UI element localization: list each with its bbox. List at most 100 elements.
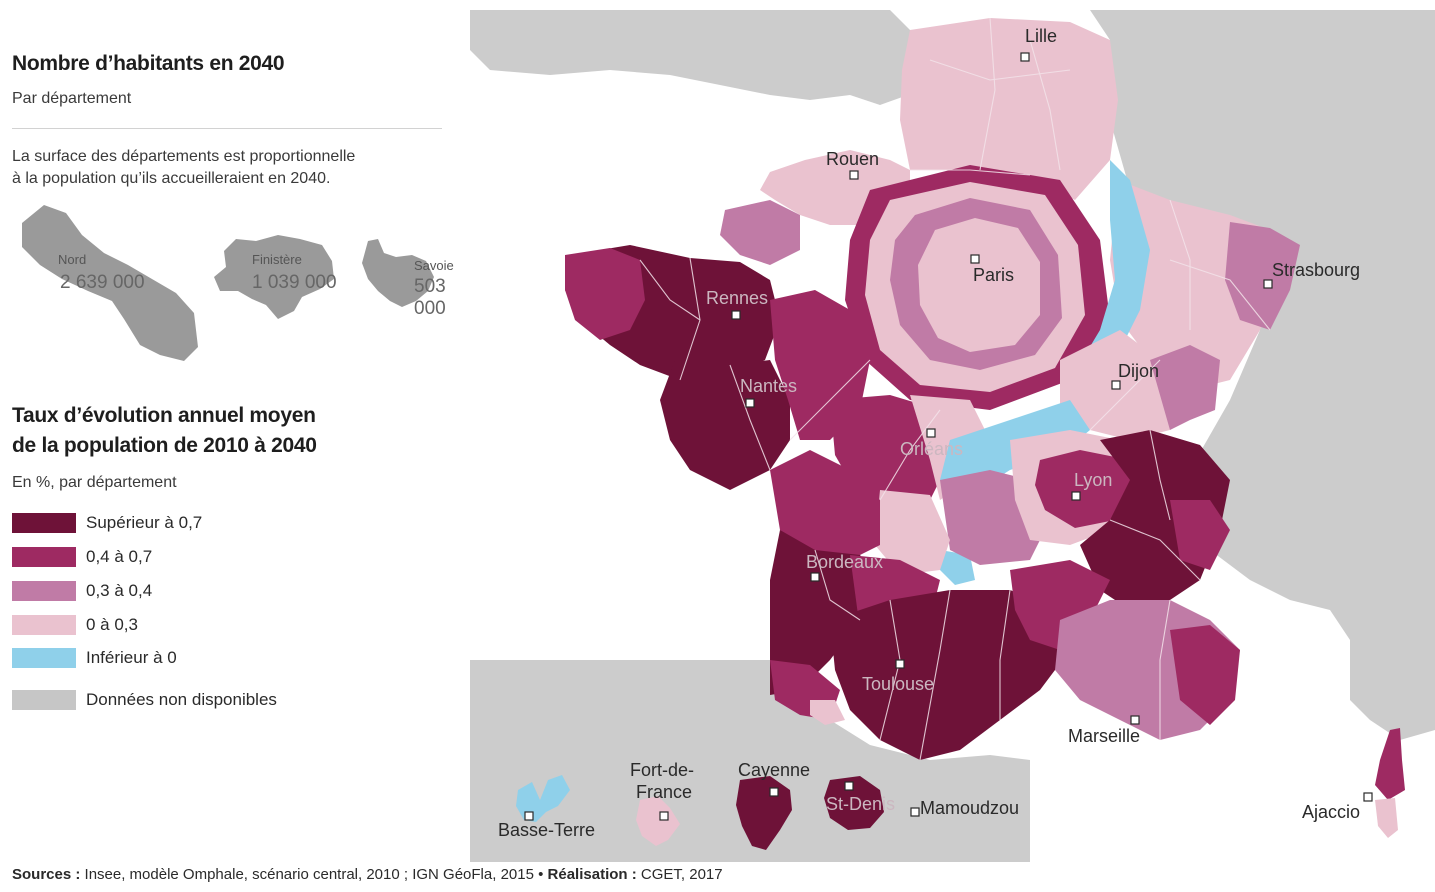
map-title: Nombre d’habitants en 2040 [12,52,285,75]
dept-region-corse-sud [1375,798,1398,838]
orleans-marker [926,428,936,438]
marseille-label: Marseille [1068,726,1140,746]
map-subtitle: Par département [12,90,132,107]
legend-label: Inférieur à 0 [86,648,177,667]
mamoudzou-label: Mamoudzou [920,798,1019,818]
neighbor-land-north [470,10,915,105]
nantes-label: Nantes [740,376,797,396]
dept-region-poitou [770,450,880,560]
marseille-marker [1130,715,1140,725]
lyon-label: Lyon [1074,470,1112,490]
nord-shape [22,205,198,361]
fort-de-france-marker [659,811,669,821]
legend-unit: En %, par département [12,474,177,491]
legend-item: Inférieur à 0 [12,648,177,668]
dept-region-declining-east [1070,160,1150,395]
lille-label: Lille [1025,26,1057,46]
nord-value: 2 639 000 [60,272,145,293]
savoie-shape [362,239,434,307]
legend-panel: Nombre d’habitants en 2040 Par départeme… [0,0,470,860]
description-line-2: à la population qu’ils accueilleraient e… [12,170,331,187]
legend-swatch [12,690,76,710]
divider [12,128,442,129]
neighbor-land-east [1090,10,1435,740]
legend-title-line-2: de la population de 2010 à 2040 [12,434,317,457]
bordeaux-label: Bordeaux [806,552,883,572]
fort-de-france-label-line-2: France [636,782,692,802]
basse-terre-marker [524,811,534,821]
paris-label: Paris [973,265,1014,285]
savoie-value: 503 000 [414,276,446,319]
martinique-shape [636,796,680,846]
legend-item: Supérieur à 0,7 [12,513,202,533]
lille-marker [1020,52,1030,62]
cayenne-marker [769,787,779,797]
rouen-label: Rouen [826,149,879,169]
france-mainland [565,17,1405,838]
department-borders [639,17,1271,761]
city-labels: Lille Rouen Paris Strasbourg Rennes Nant… [498,26,1373,840]
legend-swatch [12,547,76,567]
dijon-marker [1111,380,1121,390]
toulouse-label: Toulouse [862,674,934,694]
ajaccio-label: Ajaccio [1302,802,1360,822]
fort-de-france-label-line-1: Fort-de- [630,760,694,780]
legend-swatch [12,581,76,601]
description: La surface des départements est proporti… [12,146,442,190]
dept-region-declining-south [940,550,975,585]
dept-region-limousin [875,490,950,575]
description-line-1: La surface des départements est proporti… [12,148,356,165]
cartogram-map: Lille Rouen Paris Strasbourg Rennes Nant… [470,10,1435,862]
dept-region-paca-east [1170,625,1240,725]
guadeloupe-shape [516,775,570,822]
dept-region-bourgogne [1060,330,1190,440]
dept-region-languedoc [1010,560,1110,650]
lyon-marker [1071,491,1081,501]
paris-marker [970,254,980,264]
dept-region-midi-pyrenees [830,590,1070,760]
strasbourg-marker [1263,279,1273,289]
savoie-label: Savoie [414,258,454,273]
dept-region-alps [1080,430,1230,610]
legend-item: 0 à 0,3 [12,615,138,635]
dept-region-franche-comte [1150,345,1220,430]
nord-label: Nord [58,252,87,267]
legend-label: Supérieur à 0,7 [86,513,203,532]
legend-item: Données non disponibles [12,690,277,710]
dept-region-nord [900,18,1118,200]
dept-region-alps-east [1170,500,1230,570]
dept-region-finistere [565,248,645,340]
rouen-marker [849,170,859,180]
legend-title-line-1: Taux d’évolution annuel moyen [12,404,316,427]
mamoudzou-marker [910,807,920,817]
dept-region-normandie-west [720,200,800,265]
legend-swatch [12,513,76,533]
dijon-label: Dijon [1118,361,1159,381]
rennes-marker [731,310,741,320]
legend-label: 0,4 à 0,7 [86,547,153,566]
size-examples [22,205,434,361]
rennes-label: Rennes [706,288,768,308]
legend-swatch [12,615,76,635]
finistere-shape [214,235,334,319]
basse-terre-label: Basse-Terre [498,820,595,840]
dept-region-alsace [1225,222,1300,330]
legend-label: 0,3 à 0,4 [86,581,153,600]
dept-region-pays-de-la-loire [660,360,790,490]
legend-label: 0 à 0,3 [86,615,138,634]
nantes-marker [745,398,755,408]
ajaccio-marker [1363,792,1373,802]
realisation-label: Réalisation : [547,866,637,883]
reunion-shape [824,776,884,830]
legend-swatch [12,648,76,668]
sources-line: Sources : Insee, modèle Omphale, scénari… [12,866,723,883]
overseas-territories [516,775,884,850]
orleans-label: Orléans [900,439,963,459]
sources-label: Sources : [12,866,81,883]
finistere-label: Finistère [252,252,302,267]
legend-item: 0,3 à 0,4 [12,581,152,601]
realisation-text: CGET, 2017 [636,866,723,883]
st-denis-marker [844,781,854,791]
finistere-value: 1 039 000 [252,272,337,293]
neighbor-land-south [470,660,1030,862]
